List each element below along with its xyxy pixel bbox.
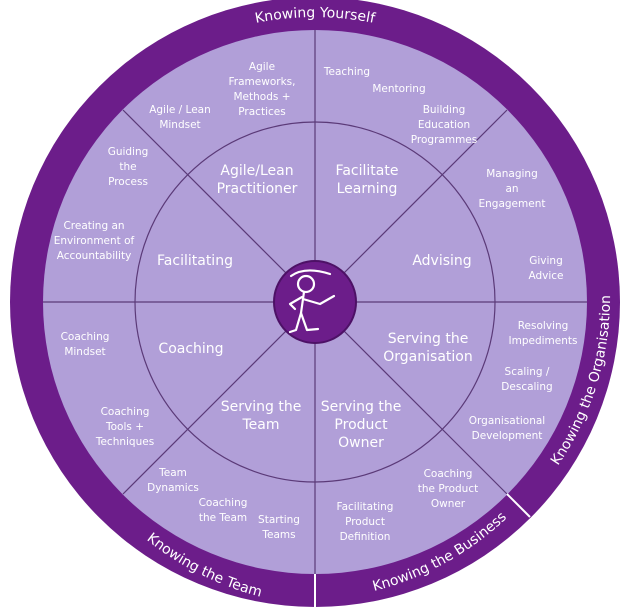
skill-building-education-line: Education — [418, 119, 470, 131]
skill-environment-of-accountability-line: Creating an — [63, 220, 124, 232]
skill-teaching: Teaching — [323, 66, 370, 78]
role-coaching: Coaching — [158, 341, 223, 357]
role-facilitate-learning-line: Learning — [337, 181, 398, 197]
skill-organisational-development-line: Development — [472, 430, 543, 442]
skill-team-dynamics-line: Dynamics — [147, 482, 199, 494]
role-facilitating: Facilitating — [157, 253, 233, 269]
ring-label-knowing-yourself: Knowing Yourself — [254, 5, 378, 27]
skill-managing-engagement-line: an — [505, 183, 518, 195]
skill-coaching-product-owner-line: Coaching — [424, 468, 473, 480]
skill-building-education-line: Programmes — [411, 134, 477, 146]
skill-facilitating-product-definition-line: Product — [345, 516, 385, 528]
role-serving-team-line: Team — [241, 417, 279, 433]
role-practitioner-line: Agile/Lean — [220, 163, 293, 179]
svg-text:Knowing Yourself: Knowing Yourself — [254, 5, 378, 27]
skill-building-education-line: Building — [423, 104, 466, 116]
ring-dividers — [314, 493, 531, 607]
skill-coaching-product-owner-line: the Product — [418, 483, 478, 495]
skill-coaching-tools-line: Tools + — [105, 421, 144, 433]
role-advising: Advising — [412, 253, 471, 269]
skill-coaching-the-team-line: the Team — [199, 512, 247, 524]
role-facilitate-learning-line: Facilitate — [336, 163, 399, 179]
skill-agile-lean-mindset-line: Mindset — [159, 119, 200, 131]
role-advising-line: Advising — [412, 253, 471, 269]
skill-coaching-the-team-line: Coaching — [199, 497, 248, 509]
skill-mentoring: Mentoring — [372, 83, 425, 95]
skill-mentoring-line: Mentoring — [372, 83, 425, 95]
skill-environment-of-accountability: Creating an Environment of Accountability — [54, 220, 135, 262]
role-serving-product-owner-line: Serving the — [321, 399, 402, 415]
skill-coaching-the-team: Coaching the Team — [199, 497, 248, 524]
skill-coaching-tools-line: Coaching — [101, 406, 150, 418]
role-serving-organisation-line: Serving the — [388, 331, 469, 347]
skill-managing-engagement-line: Engagement — [479, 198, 546, 210]
role-serving-product-owner-line: Product — [334, 417, 388, 433]
skill-agile-frameworks-line: Practices — [238, 106, 285, 118]
sector-dividers — [43, 30, 587, 574]
skill-agile-frameworks-line: Methods + — [234, 91, 291, 103]
skill-scaling-descaling: Scaling / Descaling — [501, 366, 552, 393]
skill-starting-teams-line: Teams — [261, 529, 295, 541]
skill-organisational-development-line: Organisational — [469, 415, 545, 427]
skill-guiding-the-process-line: the — [119, 161, 136, 173]
skill-resolving-impediments-line: Impediments — [509, 335, 578, 347]
skill-starting-teams-line: Starting — [258, 514, 300, 526]
skill-agile-lean-mindset-line: Agile / Lean — [149, 104, 211, 116]
skill-teaching-line: Teaching — [323, 66, 370, 78]
skill-scaling-descaling-line: Descaling — [501, 381, 552, 393]
skill-guiding-the-process-line: Process — [108, 176, 148, 188]
role-facilitating-line: Facilitating — [157, 253, 233, 269]
skill-resolving-impediments-line: Resolving — [518, 320, 569, 332]
skill-agile-frameworks-line: Frameworks, — [229, 76, 296, 88]
role-serving-organisation-line: Organisation — [383, 349, 472, 365]
skill-environment-of-accountability-line: Environment of — [54, 235, 135, 247]
skill-giving-advice-line: Giving — [529, 255, 563, 267]
role-practitioner-line: Practitioner — [217, 181, 298, 197]
skill-facilitating-product-definition-line: Definition — [340, 531, 391, 543]
skill-coaching-product-owner-line: Owner — [431, 498, 466, 510]
center-emblem — [273, 260, 357, 344]
skill-coaching-tools-line: Techniques — [95, 436, 154, 448]
skill-managing-engagement-line: Managing — [486, 168, 538, 180]
stick-figure-icon — [288, 269, 336, 334]
role-coaching-line: Coaching — [158, 341, 223, 357]
skill-facilitating-product-definition-line: Facilitating — [337, 501, 394, 513]
skill-scaling-descaling-line: Scaling / — [505, 366, 550, 378]
skill-coaching-mindset-line: Coaching — [61, 331, 110, 343]
skill-agile-frameworks-line: Agile — [249, 61, 275, 73]
skill-team-dynamics-line: Team — [158, 467, 187, 479]
skill-giving-advice-line: Advice — [528, 270, 563, 282]
skill-coaching-mindset-line: Mindset — [64, 346, 105, 358]
skill-environment-of-accountability-line: Accountability — [57, 250, 132, 262]
role-serving-team-line: Serving the — [221, 399, 302, 415]
skill-guiding-the-process-line: Guiding — [108, 146, 149, 158]
role-serving-product-owner-line: Owner — [338, 435, 384, 451]
